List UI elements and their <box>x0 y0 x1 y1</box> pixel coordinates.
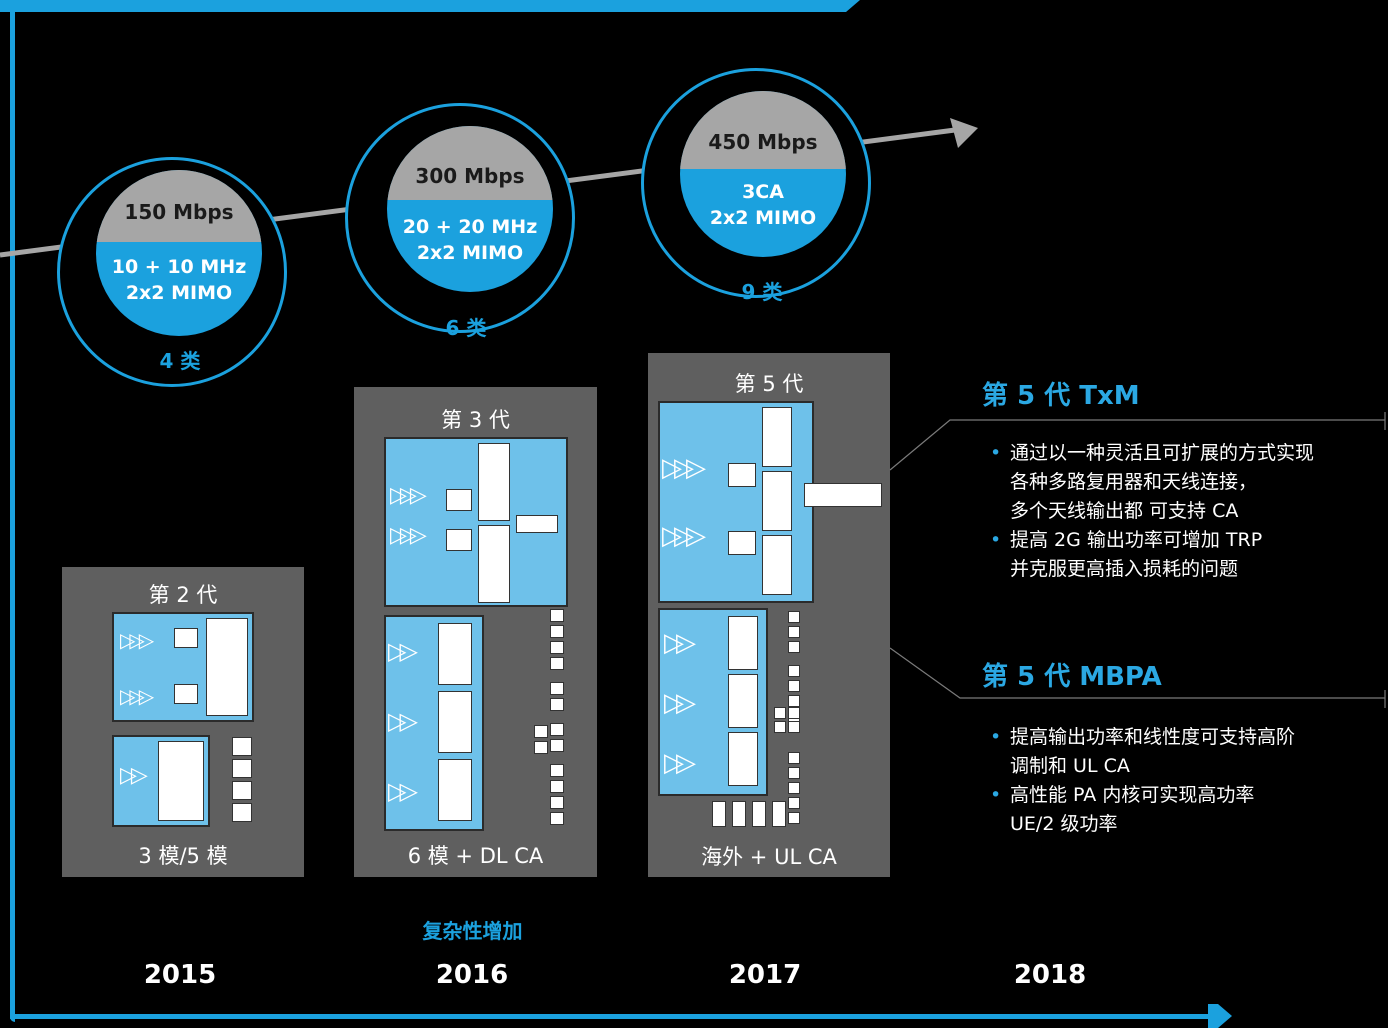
amp-icon: ▷▷▷ <box>662 521 706 551</box>
switch-icon <box>478 525 510 603</box>
gen2-footer: 3 模/5 模 <box>138 844 228 868</box>
circle-2-category: 6 类 <box>445 316 487 340</box>
callout-lines <box>889 412 1386 708</box>
circle-3-line2: 2x2 MIMO <box>709 207 817 229</box>
switch-icon <box>728 674 758 728</box>
amp-icon: ▷▷▷ <box>390 523 427 548</box>
switch-icon <box>762 471 792 531</box>
amp-icon: ▷▷ <box>664 688 696 718</box>
gen3-footer: 6 模 + DL CA <box>407 844 544 868</box>
switch-icon <box>158 741 204 821</box>
filter-stack <box>534 725 548 754</box>
gen3-block: 第 3 代 ▷▷▷ ▷▷▷ ▷▷ ▷▷ ▷▷ 6 模 + DL CA <box>354 387 597 877</box>
year-2017: 2017 <box>728 960 802 990</box>
switch-icon <box>478 443 510 521</box>
gen2-txm-card: ▷▷▷ ▷▷▷ <box>112 612 254 722</box>
filter-icon <box>174 684 198 704</box>
coupler-icon <box>804 483 882 507</box>
year-2015: 2015 <box>143 960 217 990</box>
gen5-title: 第 5 代 <box>734 372 804 396</box>
gen5-pa-card: ▷▷ ▷▷ ▷▷ <box>658 608 768 796</box>
filter-row <box>712 801 786 827</box>
bullet-line: 提高 2G 输出功率可增加 TRP <box>1010 529 1263 551</box>
amp-icon: ▷▷ <box>388 707 418 735</box>
circle-3-fill: 450 Mbps 3CA 2x2 MIMO <box>680 91 846 257</box>
txm-title: 第 5 代 TxM <box>982 381 1140 411</box>
mbpa-bullets: 提高输出功率和线性度可支持高阶 调制和 UL CA 高性能 PA 内核可实现高功… <box>990 723 1385 839</box>
year-2018: 2018 <box>1013 960 1087 990</box>
amp-icon: ▷▷ <box>120 763 148 788</box>
gen2-title: 第 2 代 <box>148 583 218 607</box>
bullet-line: 提高输出功率和线性度可支持高阶 <box>1010 726 1296 748</box>
amp-icon: ▷▷ <box>388 637 418 665</box>
filter-icon <box>174 628 198 648</box>
amp-icon: ▷▷ <box>664 628 696 658</box>
amp-icon: ▷▷ <box>664 748 696 778</box>
bullet-line: 调制和 UL CA <box>1010 755 1130 777</box>
mbpa-title: 第 5 代 MBPA <box>982 662 1162 692</box>
switch-icon <box>206 618 248 716</box>
circle-3-category: 9 类 <box>741 280 783 304</box>
circle-2-line1: 20 + 20 MHz <box>402 216 538 238</box>
switch-icon <box>762 535 792 595</box>
gen3-title: 第 3 代 <box>441 408 510 432</box>
timeline-arrow-icon <box>1208 1004 1232 1028</box>
circle-1-fill: 150 Mbps 10 + 10 MHz 2x2 MIMO <box>96 170 262 336</box>
circle-3-line1: 3CA <box>742 181 784 203</box>
bullet-line: 通过以一种灵活且可扩展的方式实现 <box>1010 442 1315 464</box>
circle-1-category: 4 类 <box>159 349 201 373</box>
filter-icon <box>728 531 756 555</box>
mbpa-bullet-2: 高性能 PA 内核可实现高功率 UE/2 级功率 <box>990 781 1385 839</box>
coupler-icon <box>516 515 558 533</box>
txm-bullet-1: 通过以一种灵活且可扩展的方式实现 各种多路复用器和天线连接， 多个天线输出都 可… <box>990 439 1385 526</box>
mbpa-bullet-1: 提高输出功率和线性度可支持高阶 调制和 UL CA <box>990 723 1385 781</box>
gen2-block: 第 2 代 ▷▷▷ ▷▷▷ ▷▷ 3 模/5 模 <box>62 567 304 877</box>
timeline-axis-horizontal <box>10 1014 1215 1019</box>
amp-icon: ▷▷▷ <box>120 684 154 708</box>
filter-icon <box>728 463 756 487</box>
bullet-line: 并克服更高插入损耗的问题 <box>1010 558 1239 580</box>
circle-2-fill: 300 Mbps 20 + 20 MHz 2x2 MIMO <box>387 126 553 292</box>
bullet-line: UE/2 级功率 <box>1010 813 1118 835</box>
switch-icon <box>438 623 472 685</box>
bullet-line: 高性能 PA 内核可实现高功率 <box>1010 784 1255 806</box>
amp-icon: ▷▷▷ <box>390 483 427 508</box>
filter-icon <box>446 529 472 551</box>
gen5-block: 第 5 代 ▷▷▷ ▷▷▷ ▷▷ ▷▷ ▷▷ <box>648 353 890 877</box>
switch-icon <box>438 759 472 821</box>
filter-stack <box>232 737 252 822</box>
bullet-line: 多个天线输出都 可支持 CA <box>1010 500 1239 522</box>
circle-2-line2: 2x2 MIMO <box>416 242 524 264</box>
gen5-footer: 海外 + UL CA <box>701 845 837 869</box>
txm-bullet-2: 提高 2G 输出功率可增加 TRP 并克服更高插入损耗的问题 <box>990 526 1385 584</box>
circle-1-line1: 10 + 10 MHz <box>111 256 247 278</box>
amp-icon: ▷▷▷ <box>662 453 706 483</box>
switch-icon <box>728 616 758 670</box>
gen5-txm-card: ▷▷▷ ▷▷▷ <box>658 401 814 603</box>
gen2-pa-card: ▷▷ <box>112 735 210 827</box>
filter-grid <box>774 707 800 733</box>
amp-icon: ▷▷▷ <box>120 628 154 652</box>
filter-icon <box>446 489 472 511</box>
gen3-txm-card: ▷▷▷ ▷▷▷ <box>384 437 568 607</box>
filter-stack <box>550 609 564 825</box>
top-bar <box>0 0 842 12</box>
switch-icon <box>438 691 472 753</box>
gen3-pa-card: ▷▷ ▷▷ ▷▷ <box>384 615 484 831</box>
txm-bullets: 通过以一种灵活且可扩展的方式实现 各种多路复用器和天线连接， 多个天线输出都 可… <box>990 439 1385 584</box>
top-bar-end <box>820 0 860 12</box>
year-2016: 2016 <box>435 960 509 990</box>
trend-arrow-icon <box>950 118 978 148</box>
timeline-axis-vertical <box>10 0 15 1022</box>
amp-icon: ▷▷ <box>388 777 418 805</box>
bullet-line: 各种多路复用器和天线连接， <box>1010 471 1258 493</box>
circle-1-line2: 2x2 MIMO <box>125 282 233 304</box>
filter-stack <box>788 611 800 824</box>
complexity-label: 复杂性增加 <box>422 919 523 943</box>
switch-icon <box>728 732 758 786</box>
switch-icon <box>762 407 792 467</box>
